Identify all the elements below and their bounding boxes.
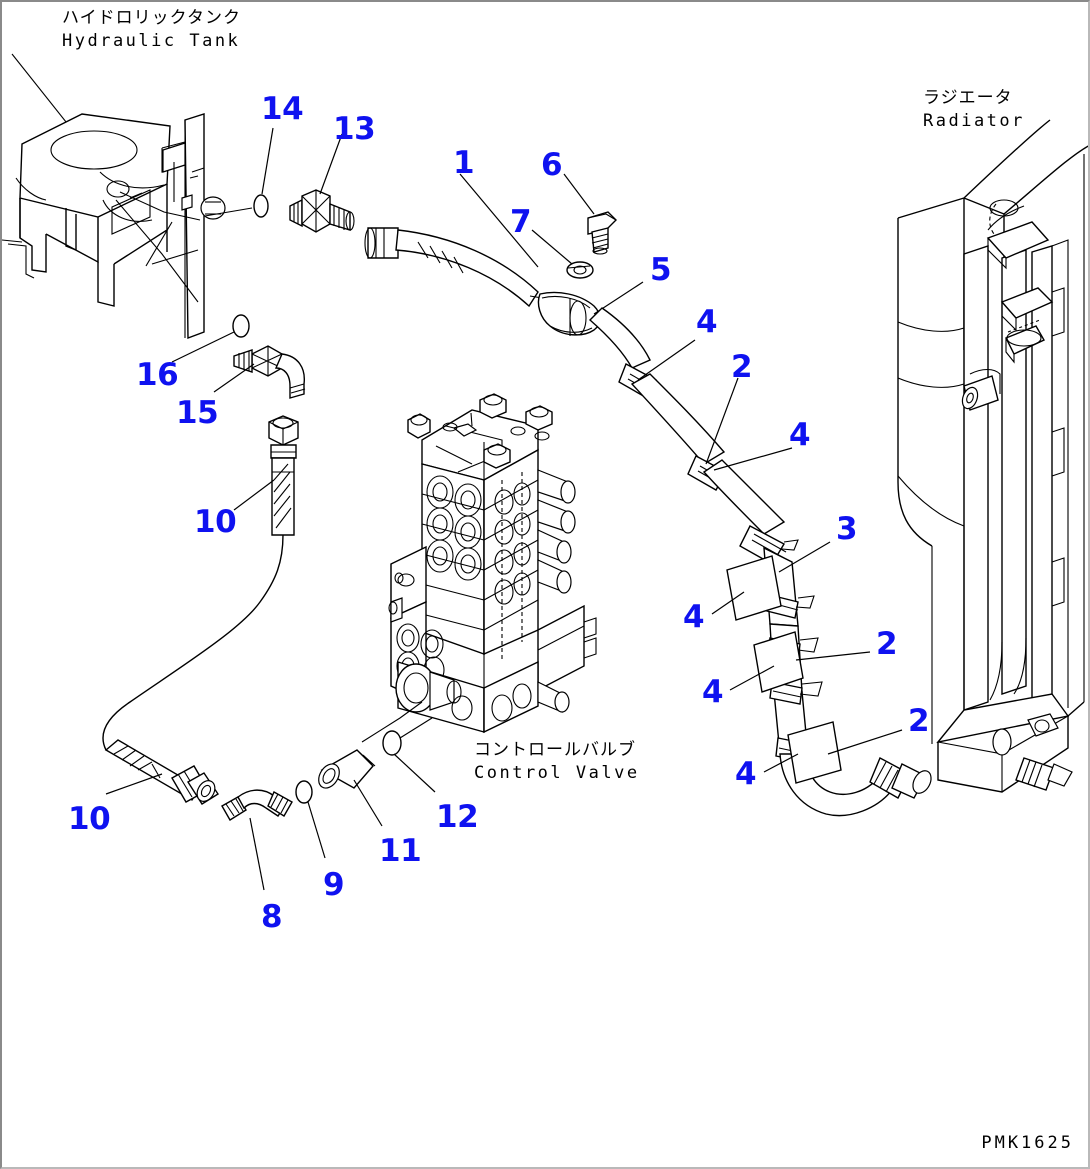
callout-1: 1 <box>453 145 475 181</box>
sheet-part-number: PMK1625 <box>981 1133 1074 1153</box>
callout-13: 13 <box>333 111 376 147</box>
group-label-radiator-en: Radiator <box>923 111 1025 131</box>
part-15-elbow-fitting <box>214 346 305 398</box>
control-valve-assembly <box>362 394 596 742</box>
part-9-oring <box>296 781 325 858</box>
group-label-hydraulic-tank-en: Hydraulic Tank <box>62 31 241 51</box>
callout-12: 12 <box>436 799 479 835</box>
radiator-assembly <box>898 120 1090 792</box>
group-label-hydraulic-tank-jp: ハイドロリックタンク <box>62 8 241 28</box>
callout-14: 14 <box>261 91 304 127</box>
callout-11: 11 <box>379 833 422 869</box>
callout-3: 3 <box>836 511 858 547</box>
part-5-elbow-joint <box>538 282 643 336</box>
callout-6: 6 <box>541 147 563 183</box>
callout-4: 4 <box>702 674 724 710</box>
callout-9: 9 <box>323 867 345 903</box>
part-8-elbow-fitting <box>222 790 292 890</box>
callout-2: 2 <box>908 703 930 739</box>
part-7-washer <box>532 230 593 278</box>
callout-8: 8 <box>261 899 283 935</box>
callout-7: 7 <box>510 204 532 240</box>
callout-2: 2 <box>876 626 898 662</box>
part-12-oring <box>383 718 435 792</box>
callout-4: 4 <box>696 304 718 340</box>
callout-4: 4 <box>735 756 757 792</box>
group-label-control-valve-en: Control Valve <box>474 763 640 783</box>
part-6-bolt <box>564 174 616 254</box>
group-label-control-valve-jp: コントロールバルブ <box>474 740 636 760</box>
part-1-hose <box>365 174 542 306</box>
main-hose-assembly <box>590 308 935 816</box>
part-10-hose-upper <box>103 416 298 750</box>
part-11-sleeve-adapter <box>314 750 382 826</box>
part-14-oring <box>205 128 273 217</box>
callout-16: 16 <box>136 357 179 393</box>
callout-2: 2 <box>731 349 753 385</box>
callout-10: 10 <box>194 504 237 540</box>
callout-15: 15 <box>176 395 219 431</box>
part-10-hose-lower <box>106 740 218 805</box>
part-16-oring <box>172 315 249 362</box>
hydraulic-tank-assembly <box>2 54 225 338</box>
callout-10: 10 <box>68 801 111 837</box>
group-label-radiator-jp: ラジエータ <box>923 88 1013 108</box>
callout-4: 4 <box>683 599 705 635</box>
callout-4: 4 <box>789 417 811 453</box>
part-13-connector <box>290 134 354 232</box>
callout-5: 5 <box>650 252 672 288</box>
